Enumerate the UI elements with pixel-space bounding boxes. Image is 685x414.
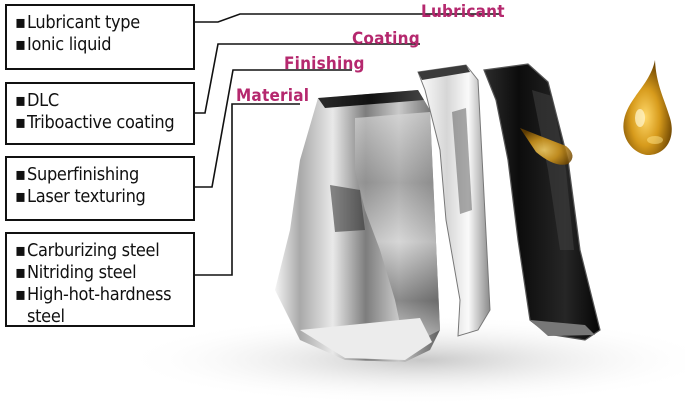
material-layer bbox=[275, 90, 440, 362]
item-text: Lubricant type bbox=[27, 12, 140, 34]
list-item: ▪Superfinishing bbox=[15, 164, 185, 186]
item-text: DLC bbox=[27, 90, 59, 112]
item-text: Triboactive coating bbox=[27, 112, 174, 134]
list-item: ▪Laser texturing bbox=[15, 186, 185, 208]
lubricant-box: ▪Lubricant type ▪Ionic liquid bbox=[5, 4, 195, 70]
finishing-box: ▪Superfinishing ▪Laser texturing bbox=[5, 156, 195, 221]
list-item: ▪DLC bbox=[15, 90, 185, 112]
bullet: ▪ bbox=[15, 90, 27, 112]
bullet: ▪ bbox=[15, 240, 27, 262]
bullet: ▪ bbox=[15, 186, 27, 208]
list-item: ▪Ionic liquid bbox=[15, 34, 185, 56]
bullet: ▪ bbox=[15, 164, 27, 186]
item-text: Laser texturing bbox=[27, 186, 146, 208]
list-item: ▪High-hot-hardness steel bbox=[15, 284, 185, 328]
bullet: ▪ bbox=[15, 262, 27, 284]
label-coating: Coating bbox=[352, 29, 420, 49]
item-text: Nitriding steel bbox=[27, 262, 136, 284]
coating-layer bbox=[484, 64, 600, 340]
material-box: ▪Carburizing steel ▪Nitriding steel ▪Hig… bbox=[5, 232, 195, 327]
item-text: Carburizing steel bbox=[27, 240, 159, 262]
label-material: Material bbox=[236, 86, 309, 106]
list-item: ▪Nitriding steel bbox=[15, 262, 185, 284]
leader-line-material bbox=[195, 104, 300, 275]
item-text: Ionic liquid bbox=[27, 34, 111, 56]
label-lubricant: Lubricant bbox=[421, 2, 505, 22]
bullet: ▪ bbox=[15, 34, 27, 56]
label-finishing: Finishing bbox=[284, 54, 365, 74]
bullet: ▪ bbox=[15, 112, 27, 134]
bullet: ▪ bbox=[15, 12, 27, 34]
bullet: ▪ bbox=[15, 284, 27, 328]
coating-box: ▪DLC ▪Triboactive coating bbox=[5, 82, 195, 145]
oil-drop-icon bbox=[623, 60, 671, 155]
list-item: ▪Lubricant type bbox=[15, 12, 185, 34]
list-item: ▪Triboactive coating bbox=[15, 112, 185, 134]
item-text: Superfinishing bbox=[27, 164, 139, 186]
list-item: ▪Carburizing steel bbox=[15, 240, 185, 262]
item-text: High-hot-hardness steel bbox=[27, 284, 185, 328]
